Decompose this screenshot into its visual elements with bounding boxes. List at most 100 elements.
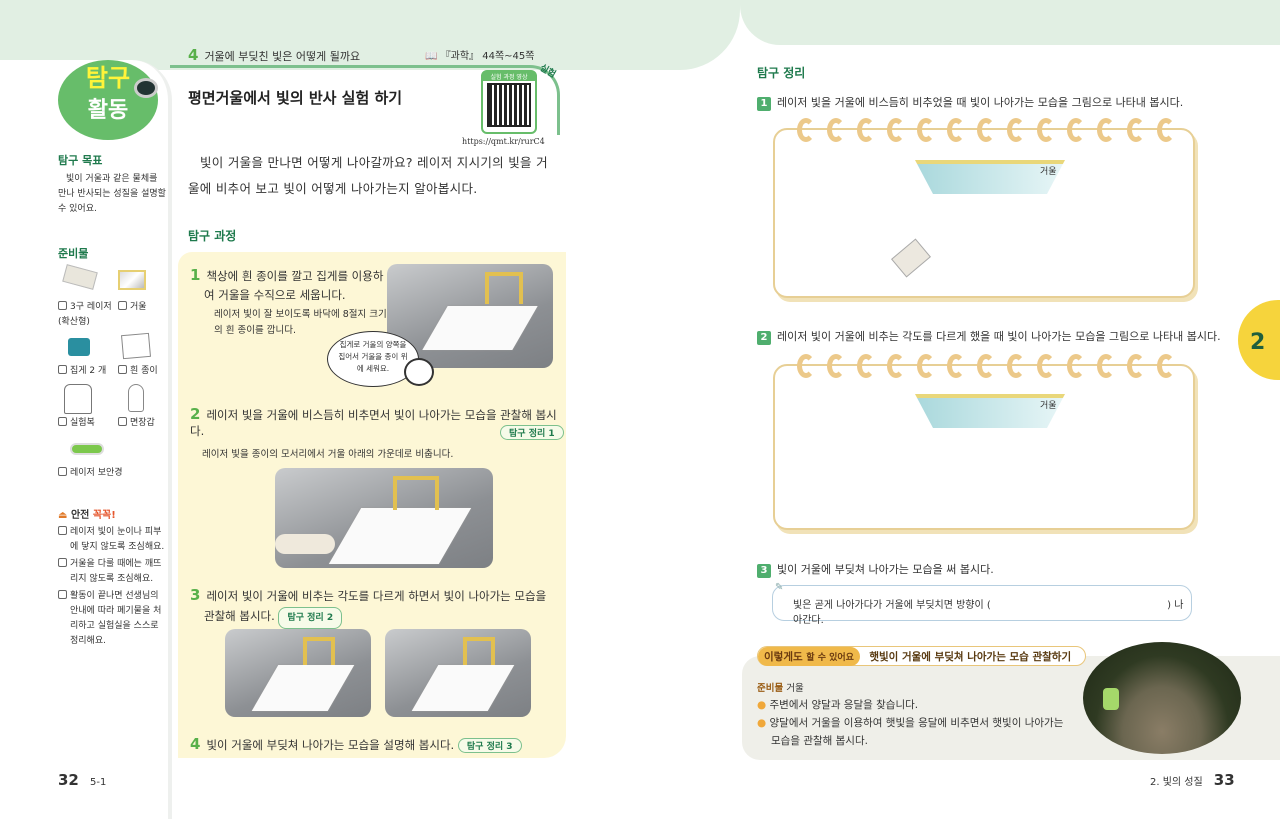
activity-badge: 탐구 활동 <box>58 60 158 140</box>
step-number: 4 <box>190 735 201 753</box>
qr-url[interactable]: https://qmt.kr/rurC4 <box>462 137 545 146</box>
summary-link-1[interactable]: 탐구 정리 1 <box>500 425 564 440</box>
material-item[interactable]: 실험복 <box>58 416 95 431</box>
safety-item[interactable]: 활동이 끝나면 선생님의 안내에 따라 폐기물을 처리하고 실험실을 스스로 정… <box>58 589 168 649</box>
mirror-icon <box>118 270 146 290</box>
section-header: 4 거울에 부딪친 빛은 어떻게 될까요 <box>188 46 360 64</box>
step-number: 1 <box>190 266 201 284</box>
gloves-icon <box>128 384 144 412</box>
extra-tag-1: 이렇게도 <box>764 651 803 663</box>
pencil-icon: ✎ <box>775 582 784 593</box>
question-1: 1 레이저 빛을 거울에 비스듬히 비추었을 때 빛이 나아가는 모습을 그림으로… <box>757 94 1183 111</box>
person <box>1103 688 1119 710</box>
clip-icon <box>68 338 90 356</box>
mirror-diagram <box>915 160 1065 194</box>
extra-tag: 이렇게도 할 수 있어요 <box>758 647 860 666</box>
chapter-tab[interactable]: 2 <box>1238 300 1280 380</box>
answer-box: ✎ 빛은 곧게 나아가다가 거울에 부딪치면 방향이 ( ) 나아간다. <box>772 582 1192 626</box>
drawing-area-2[interactable]: 거울 <box>773 354 1195 530</box>
step-3-photo-a <box>225 629 371 717</box>
section-number: 4 <box>188 46 199 64</box>
step-text: 책상에 흰 종이를 깔고 집게를 이용하여 거울을 수직으로 세웁니다. <box>204 269 384 302</box>
process-heading: 탐구 과정 <box>188 229 237 243</box>
material-label: 흰 종이 <box>130 366 158 376</box>
step-text: 빛이 거울에 부딪쳐 나아가는 모습을 설명해 봅시다. <box>206 738 455 752</box>
step-2-note: 레이저 빛을 종이의 모서리에서 거울 아래의 가운데로 비춥니다. <box>202 449 454 460</box>
step-3-photo-b <box>385 629 531 717</box>
robot-icon <box>134 78 158 98</box>
mirror-diagram <box>915 394 1065 428</box>
textbook-reference: 📖 『과학』 44쪽~45쪽 <box>425 47 534 62</box>
header-background-right <box>740 0 1280 45</box>
page-number: 33 <box>1213 771 1235 789</box>
safety-text: 활동이 끝나면 선생님의 안내에 따라 폐기물을 처리하고 실험실을 스스로 정… <box>70 591 162 646</box>
material-label: 집게 2 개 <box>70 366 107 376</box>
question-text: 레이저 빛이 거울에 비추는 각도를 다르게 했을 때 빛이 나아가는 모습을 … <box>777 330 1221 343</box>
summary-link-2[interactable]: 탐구 정리 2 <box>278 607 343 629</box>
safety-item[interactable]: 거울을 다룰 때에는 깨뜨리지 않도록 조심해요. <box>58 557 168 587</box>
extra-activity-header: 이렇게도 할 수 있어요 햇빛이 거울에 부딪쳐 나아가는 모습 관찰하기 <box>757 646 1087 666</box>
intro-text: 빛이 거울을 만나면 어떻게 나아갈까요? 레이저 지시기의 빛을 거울에 비추… <box>188 155 548 196</box>
extra-steps: ● 주변에서 양달과 응달을 찾습니다. ● 양달에서 거울을 이용하여 햇빛을… <box>757 696 1067 750</box>
step-4: 4 빛이 거울에 부딪쳐 나아가는 모습을 설명해 봅시다. 탐구 정리 3 <box>190 735 560 753</box>
page-title: 평면거울에서 빛의 반사 실험 하기 <box>188 89 403 107</box>
extra-step-text: 양달에서 거울을 이용하여 햇빛을 응달에 비추면서 햇빛이 나아가는 모습을 … <box>769 717 1064 747</box>
step-number: 3 <box>190 586 201 604</box>
material-item[interactable]: 레이저 보안경 <box>58 466 123 481</box>
section-title: 거울에 부딪친 빛은 어떻게 될까요 <box>204 50 361 63</box>
material-label: 실험복 <box>70 418 95 428</box>
question-text: 빛이 거울에 부딪쳐 나아가는 모습을 써 봅시다. <box>777 563 994 576</box>
answer-prefix: 빛은 곧게 나아가다가 거울에 부딪치면 방향이 ( <box>793 600 991 611</box>
material-item[interactable]: 집게 2 개 <box>58 364 106 379</box>
extra-title: 햇빛이 거울에 부딪쳐 나아가는 모습 관찰하기 <box>869 651 1072 663</box>
question-text: 레이저 빛을 거울에 비스듬히 비추었을 때 빛이 나아가는 모습을 그림으로 … <box>777 96 1184 109</box>
material-item[interactable]: 흰 종이 <box>118 364 158 379</box>
speech-bubble: 집게로 거울의 양쪽을 집어서 거울을 종이 위에 세워요. <box>327 331 419 387</box>
extra-tag-2: 할 수 있어요 <box>806 653 854 663</box>
sidebar <box>0 60 172 819</box>
badge-top: 탐구 <box>85 64 131 92</box>
material-label: 거울 <box>130 302 147 312</box>
paper-icon <box>121 332 151 360</box>
safety-text: 거울을 다룰 때에는 깨뜨리지 않도록 조심해요. <box>70 559 162 584</box>
qr-box[interactable]: 실험 과정 영상 <box>481 70 537 134</box>
chapter-title: 2. 빛의 성질 <box>1150 777 1203 788</box>
extra-materials-label: 준비물 <box>757 683 784 694</box>
step-text: 레이저 빛을 거울에 비스듬히 비추면서 빛이 나아가는 모습을 관찰해 봅시다… <box>190 408 557 438</box>
materials-heading: 준비물 <box>58 247 89 260</box>
goggles-icon <box>70 443 104 455</box>
summary-link-3[interactable]: 탐구 정리 3 <box>457 738 522 753</box>
mirror-label: 거울 <box>1040 167 1057 177</box>
material-item[interactable]: 거울 <box>118 300 147 315</box>
step-number: 2 <box>190 405 201 423</box>
safety-emphasis: 꼭꼭! <box>92 510 116 521</box>
summary-heading: 탐구 정리 <box>757 66 806 80</box>
reference-text: 『과학』 44쪽~45쪽 <box>440 51 535 62</box>
extra-materials: 준비물 거울 <box>757 680 804 694</box>
header-background <box>0 0 740 70</box>
material-item[interactable]: 3구 레이저 (확산형) <box>58 300 116 330</box>
notebook-rings <box>797 118 1187 146</box>
notebook-rings <box>797 354 1187 382</box>
question-number: 1 <box>757 97 771 111</box>
safety-heading: ⏏ 안전 꼭꼭! <box>58 506 116 521</box>
safety-title: 안전 <box>70 510 90 521</box>
material-label: 3구 레이저 (확산형) <box>58 302 112 327</box>
mirror-label: 거울 <box>1040 401 1057 411</box>
step-2-photo <box>275 468 493 568</box>
material-label: 면장갑 <box>130 418 155 428</box>
material-item[interactable]: 면장갑 <box>118 416 155 431</box>
extra-materials-value: 거울 <box>786 683 804 694</box>
drawing-area-1[interactable]: 거울 <box>773 118 1195 298</box>
safety-item[interactable]: 레이저 빛이 눈이나 피부에 닿지 않도록 조심해요. <box>58 525 168 555</box>
material-label: 레이저 보안경 <box>70 468 123 478</box>
lab-coat-icon <box>64 384 92 414</box>
extra-step: ● 주변에서 양달과 응달을 찾습니다. <box>757 699 919 711</box>
siren-icon: ⏏ <box>58 510 68 521</box>
glove-hand <box>275 534 335 554</box>
qr-code-icon <box>487 83 531 127</box>
